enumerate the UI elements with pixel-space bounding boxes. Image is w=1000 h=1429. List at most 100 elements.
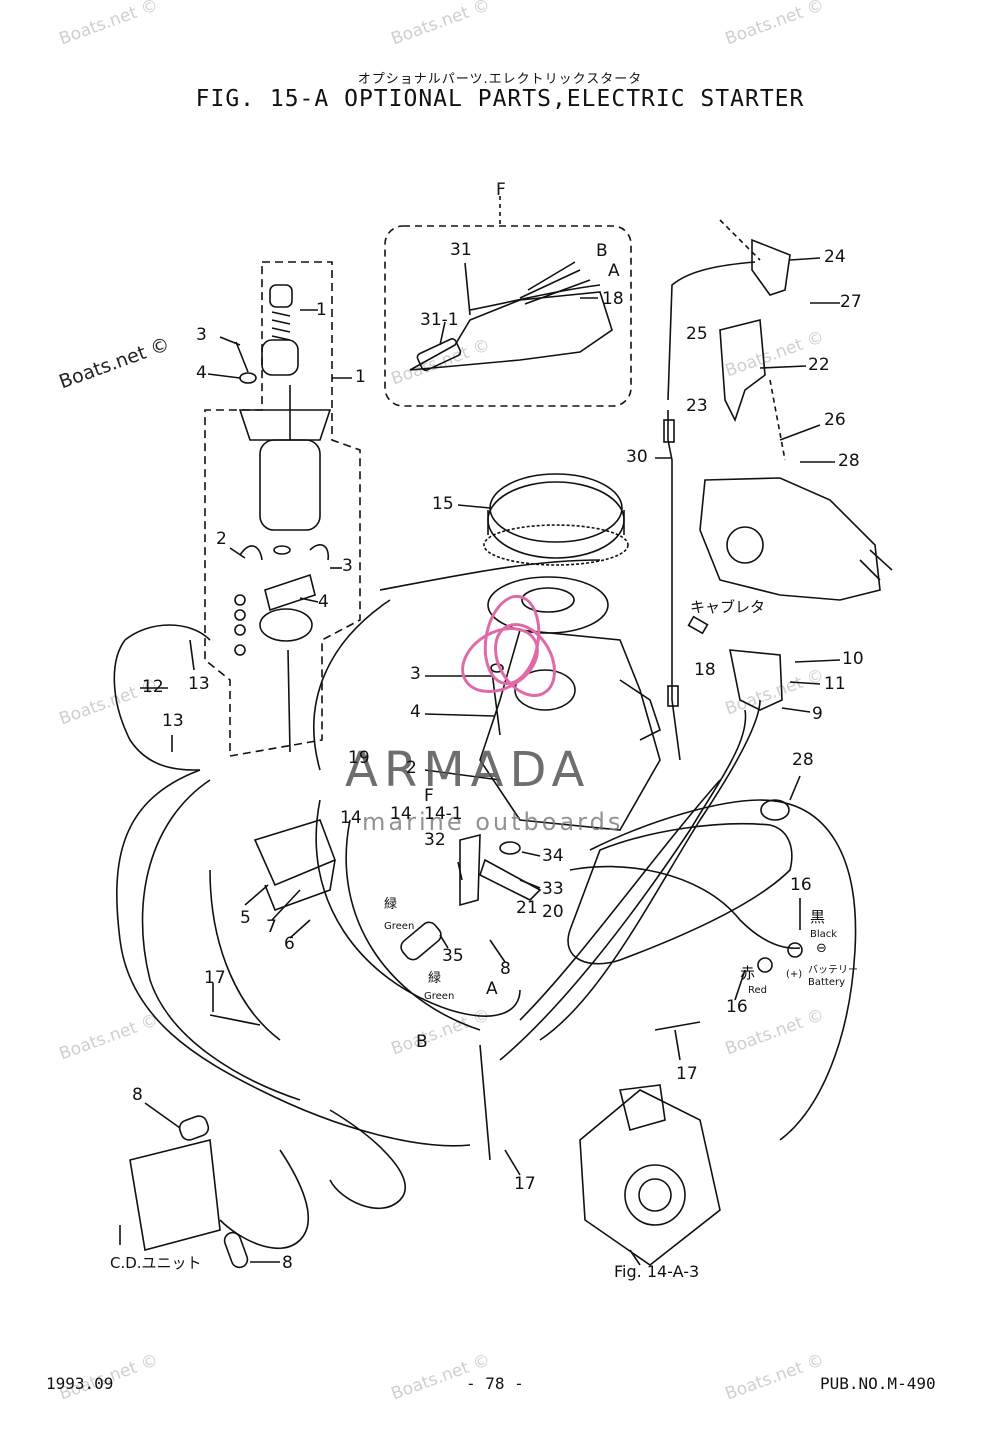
callout: 12 bbox=[142, 677, 164, 697]
callout: 14 bbox=[390, 804, 412, 824]
callout: 23 bbox=[686, 396, 708, 416]
wire-color-label: Green bbox=[384, 921, 415, 932]
wire-12 bbox=[113, 639, 201, 771]
callout: 4 bbox=[318, 592, 329, 612]
callout: 9 bbox=[812, 704, 823, 724]
lower-cowling bbox=[567, 822, 793, 965]
cd-unit bbox=[129, 1139, 221, 1251]
callout: 24 bbox=[824, 247, 846, 267]
callout: 20 bbox=[542, 902, 564, 922]
callout: 6 bbox=[284, 934, 295, 954]
stator bbox=[487, 576, 609, 634]
callout: 8 bbox=[132, 1085, 143, 1105]
battery-label: バッテリー bbox=[808, 965, 858, 976]
armada-logo-icon bbox=[461, 594, 556, 697]
publication-number: PUB.NO.M-490 bbox=[820, 1374, 936, 1393]
callout: 8 bbox=[500, 959, 511, 979]
callout: B bbox=[416, 1032, 428, 1052]
black-wire-label: 黒 bbox=[810, 908, 826, 926]
crankcase bbox=[479, 629, 661, 831]
harness-to-regulator bbox=[539, 699, 761, 1041]
callout: 28 bbox=[838, 451, 860, 471]
figure-title: FIG. 15-A OPTIONAL PARTS,ELECTRIC STARTE… bbox=[195, 86, 805, 112]
callout: 16 bbox=[790, 875, 812, 895]
callout: A bbox=[486, 979, 498, 999]
cd-unit-label: C.D.ユニット bbox=[110, 1254, 202, 1272]
callout: 17 bbox=[514, 1174, 536, 1194]
callout: 3 bbox=[342, 556, 353, 576]
wire-color-label: 緑 bbox=[428, 971, 442, 986]
bracket-in-detail bbox=[409, 291, 613, 371]
callout: 11 bbox=[824, 674, 846, 694]
callout: 14 bbox=[340, 808, 362, 828]
callout: 30 bbox=[626, 447, 648, 467]
wire-color-label: Green bbox=[424, 991, 455, 1002]
flywheel bbox=[487, 481, 625, 559]
callout: 3 bbox=[196, 325, 207, 345]
callout: 21 bbox=[516, 898, 538, 918]
ring-gear bbox=[483, 524, 629, 566]
callout: 28 bbox=[792, 750, 814, 770]
choke-wire bbox=[667, 261, 756, 401]
callout: 2 bbox=[216, 529, 227, 549]
page-number: - 78 - bbox=[466, 1374, 524, 1393]
detail-label: F bbox=[496, 180, 506, 200]
callout: 17 bbox=[676, 1064, 698, 1084]
callout: 5 bbox=[240, 908, 251, 928]
starter-group-outline bbox=[204, 261, 361, 757]
main-harness bbox=[116, 769, 471, 1147]
callout: 35 bbox=[442, 946, 464, 966]
detail-f-box bbox=[384, 225, 632, 407]
callout: 22 bbox=[808, 355, 830, 375]
callout: 1 bbox=[316, 300, 327, 320]
red-wire-label: 赤 bbox=[740, 964, 756, 982]
brand-name: ARMADA bbox=[345, 742, 591, 798]
callout: 3 bbox=[410, 664, 421, 684]
callout: 27 bbox=[840, 292, 862, 312]
callout: 26 bbox=[824, 410, 846, 430]
starter-relay bbox=[253, 819, 337, 887]
callout: 10 bbox=[842, 649, 864, 669]
callout: 7 bbox=[266, 917, 277, 937]
callout: 4 bbox=[410, 702, 421, 722]
choke-solenoid bbox=[751, 238, 791, 296]
callout: 16 bbox=[726, 997, 748, 1017]
callout: 1 bbox=[355, 367, 366, 387]
black-wire-label: Black bbox=[810, 929, 838, 940]
callout: A bbox=[608, 261, 620, 281]
callout: 19 bbox=[348, 748, 370, 768]
battery-label: Battery bbox=[808, 977, 846, 988]
red-wire-label: Red bbox=[748, 985, 767, 996]
callout: 31 bbox=[450, 240, 472, 260]
starter-end-cap bbox=[238, 409, 332, 441]
starter-cover bbox=[259, 608, 313, 642]
callout: 32 bbox=[424, 830, 446, 850]
figure-reference: Fig. 14-A-3 bbox=[614, 1262, 700, 1281]
choke-bracket bbox=[719, 318, 766, 423]
callout: 4 bbox=[196, 363, 207, 383]
callout: 8 bbox=[282, 1253, 293, 1273]
callout: 13 bbox=[188, 674, 210, 694]
rectifier bbox=[729, 649, 783, 711]
plus-terminal-icon: (+) bbox=[786, 969, 803, 980]
callout: 2 bbox=[406, 758, 417, 778]
callout: 33 bbox=[542, 879, 564, 899]
starter-motor-body bbox=[259, 439, 321, 531]
callout: B bbox=[596, 241, 608, 261]
callout: 15 bbox=[432, 494, 454, 514]
callout: 18 bbox=[694, 660, 716, 680]
neutral-switch bbox=[400, 921, 442, 961]
battery-cable bbox=[589, 799, 857, 1141]
callout: 31-1 bbox=[420, 310, 459, 330]
carburetor bbox=[699, 477, 881, 601]
brand-tagline: marine outboards bbox=[362, 808, 624, 836]
callout: F bbox=[424, 786, 434, 806]
callout: 25 bbox=[686, 324, 708, 344]
minus-terminal-icon: ⊖ bbox=[816, 941, 827, 956]
carburetor-label: キャブレタ bbox=[690, 598, 766, 616]
publication-date: 1993.09 bbox=[46, 1374, 114, 1393]
title-japanese: オプショナルパーツ.エレクトリックスタータ bbox=[357, 72, 643, 87]
callout: 17 bbox=[204, 968, 226, 988]
remote-control bbox=[579, 1089, 721, 1266]
